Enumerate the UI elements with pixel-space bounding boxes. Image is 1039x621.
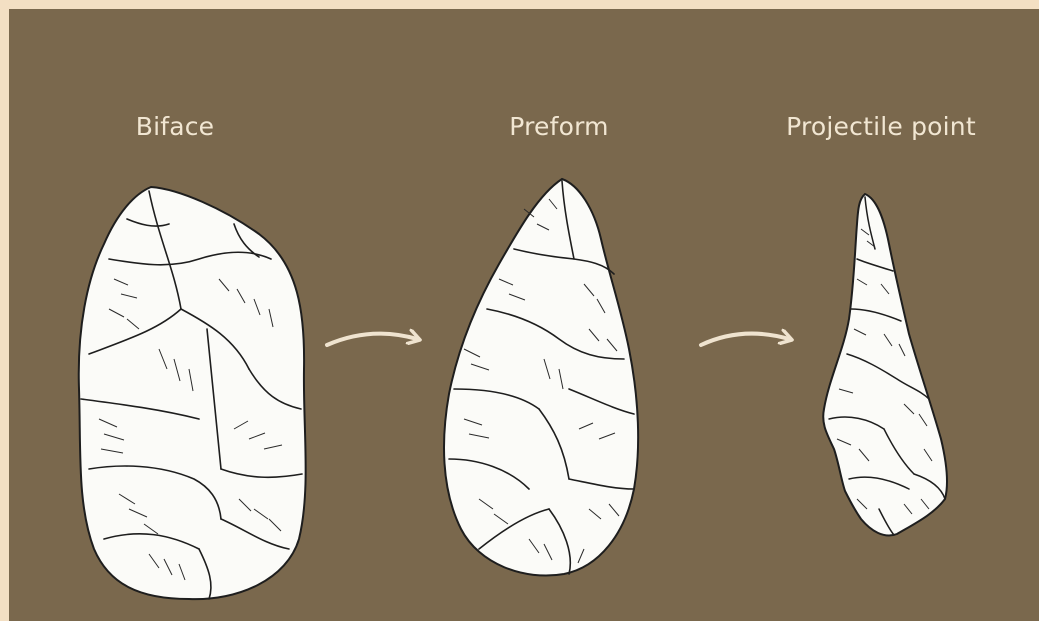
projectile-point-stone-tool-icon (823, 194, 947, 536)
biface-stone-tool-icon (79, 187, 306, 599)
arrow-right-icon (327, 334, 417, 345)
preform-stone-tool-icon (444, 179, 638, 576)
diagram-artwork (9, 9, 1039, 621)
diagram-panel: Biface Preform Projectile point (9, 9, 1039, 621)
arrow-right-icon (701, 334, 789, 345)
